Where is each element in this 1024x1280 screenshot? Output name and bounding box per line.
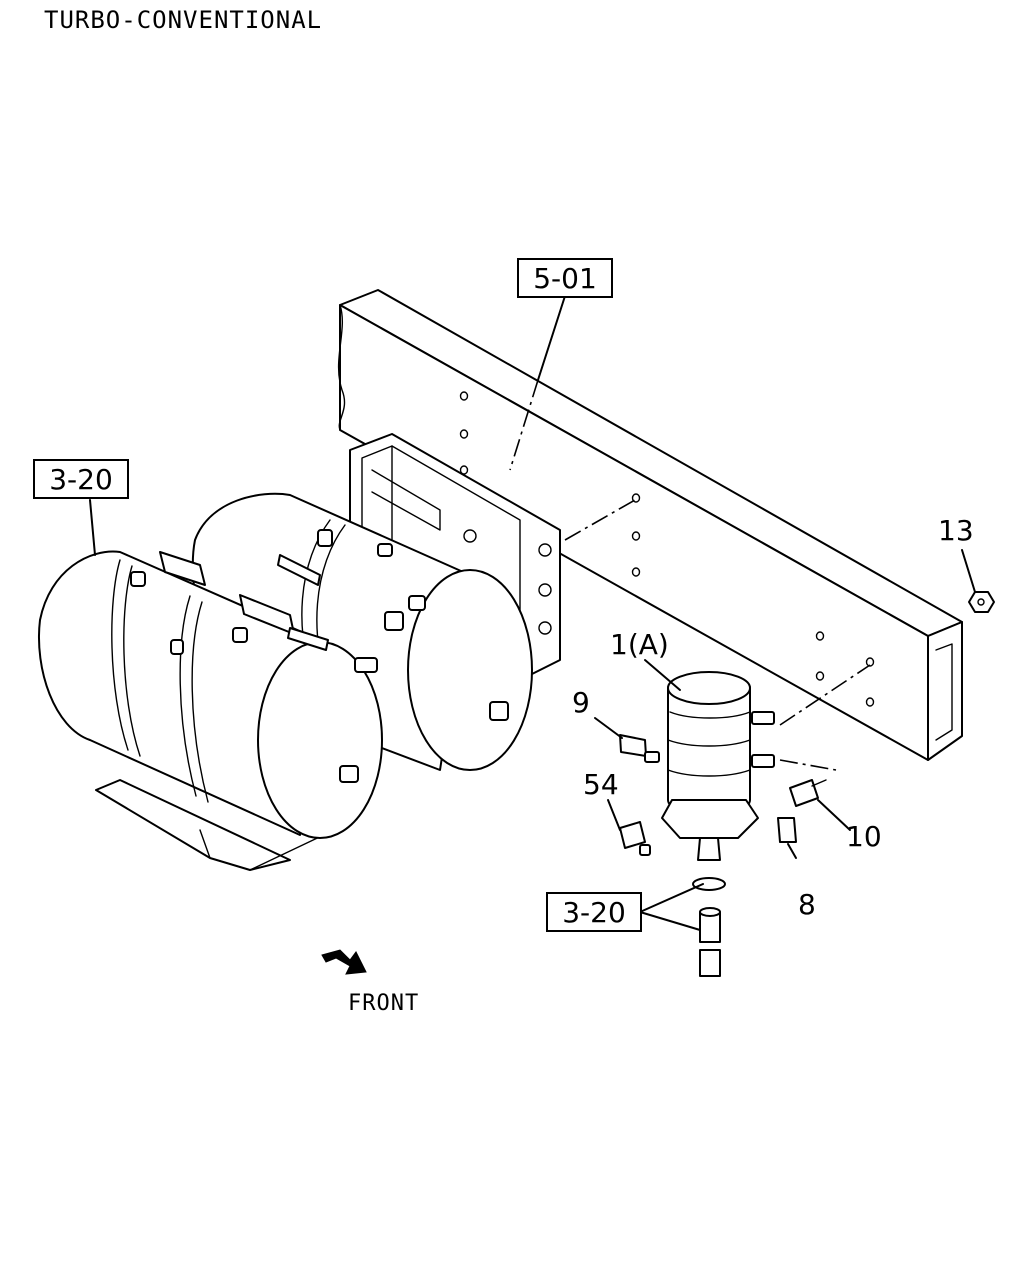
page-title: TURBO-CONVENTIONAL: [44, 6, 322, 34]
callout-8[interactable]: 8: [798, 888, 816, 921]
callout-54[interactable]: 54: [583, 768, 619, 801]
ref-label-tanks: 3-20: [49, 463, 113, 496]
front-arrow-icon: [321, 949, 367, 975]
frame-rail: [337, 289, 963, 761]
tank-end-upper: [407, 569, 533, 771]
callout-dryer[interactable]: 1(A): [610, 628, 669, 661]
callout-9[interactable]: 9: [572, 686, 590, 719]
front-label: FRONT: [348, 991, 419, 1016]
callout-10[interactable]: 10: [846, 820, 882, 853]
air-tanks: [38, 492, 533, 871]
ref-label-frame: 5-01: [533, 262, 597, 295]
hose-parts: [692, 877, 726, 977]
fitting-54-part: [619, 821, 651, 856]
ref-box-hoses[interactable]: 3-20: [546, 892, 642, 932]
ref-label-hoses: 3-20: [562, 896, 626, 929]
ref-box-tanks[interactable]: 3-20: [33, 459, 129, 499]
ref-box-frame[interactable]: 5-01: [517, 258, 613, 298]
fitting-8-part: [777, 817, 797, 843]
bolt-10-part: [789, 779, 827, 807]
nut-13-part: [968, 591, 995, 613]
air-dryer: [661, 671, 775, 861]
frame-holes: [459, 391, 875, 707]
callout-13[interactable]: 13: [938, 514, 974, 547]
leader-lines: [89, 295, 976, 931]
fitting-9-part: [619, 734, 660, 763]
tank-fittings: [130, 529, 509, 783]
